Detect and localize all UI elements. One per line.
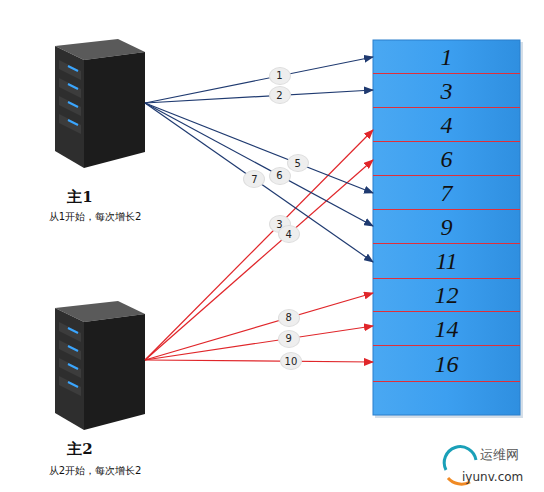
callout-number: 9: [278, 330, 300, 348]
id-value: 4: [441, 113, 453, 137]
callout-number: 2: [269, 86, 291, 104]
id-value: 6: [441, 147, 453, 171]
id-value: 9: [441, 215, 453, 239]
server-node: 主2从2开始，每次增长2: [45, 300, 145, 430]
id-row: 16: [373, 346, 520, 382]
callout-number: 8: [278, 309, 300, 327]
watermark: 运维网: [480, 446, 519, 464]
id-value: 16: [435, 352, 459, 376]
write-arrow: [145, 293, 373, 360]
callout-number: 7: [243, 170, 265, 188]
id-row: 1: [373, 40, 520, 74]
write-arrow: [145, 326, 373, 360]
id-row: 11: [373, 244, 520, 279]
id-value: 12: [435, 283, 459, 307]
server-name: 主2: [20, 440, 140, 459]
id-row: 9: [373, 210, 520, 244]
callout-number: 10: [280, 352, 302, 370]
callout-number: 1: [269, 67, 291, 85]
server-node: 主1从1开始，每次增长2: [45, 38, 145, 168]
write-arrow: [145, 103, 373, 193]
server-note: 从1开始，每次增长2: [25, 210, 165, 224]
server-name: 主1: [20, 188, 140, 207]
server-icon: [55, 301, 145, 430]
write-arrow: [145, 103, 373, 226]
id-value: 3: [441, 79, 453, 103]
callout-number: 6: [269, 167, 291, 185]
watermark: iyunv.com: [462, 470, 523, 484]
id-value: 11: [435, 249, 457, 273]
server-note: 从2开始，每次增长2: [25, 464, 165, 478]
callout-number: 5: [287, 154, 309, 172]
write-arrow: [145, 90, 373, 103]
id-row: 3: [373, 74, 520, 108]
callout-number: 4: [278, 225, 300, 243]
write-arrow: [145, 57, 373, 103]
id-value: 14: [435, 317, 459, 341]
write-arrow: [145, 103, 373, 262]
id-row: 7: [373, 176, 520, 210]
id-value: 7: [441, 181, 453, 205]
server-icon: [55, 39, 145, 168]
id-row: 6: [373, 142, 520, 176]
id-value: 1: [441, 45, 453, 69]
id-row: 14: [373, 312, 520, 346]
id-row: 12: [373, 279, 520, 312]
id-column: [373, 40, 520, 415]
write-arrow: [145, 160, 373, 360]
write-arrow: [145, 360, 373, 362]
id-row: 4: [373, 108, 520, 142]
